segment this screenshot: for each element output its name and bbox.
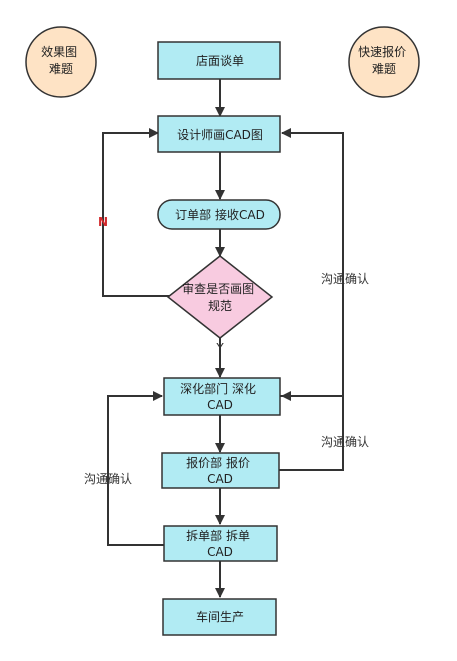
- note-left: 效果图 难题: [25, 26, 97, 98]
- node-quote-line-2: CAD: [207, 472, 233, 486]
- node-review: 审查是否画图 规范: [166, 255, 274, 339]
- node-workshop-label: 车间生产: [196, 609, 244, 624]
- node-deepen: 深化部门 深化 CAD: [163, 377, 281, 416]
- node-quote-line-1: 报价部 报价: [186, 455, 250, 470]
- svg-text:快速报价 难题: 快速报价 难题: [358, 44, 410, 76]
- svg-text:深化部门 深化 CAD: 深化部门 深化 CAD: [180, 381, 260, 412]
- node-review-line-2: 规范: [208, 298, 232, 313]
- node-quote: 报价部 报价 CAD: [161, 452, 280, 489]
- note-right: 快速报价 难题: [348, 26, 420, 98]
- node-workshop: 车间生产: [162, 598, 277, 636]
- edge-review-design-no: [102, 128, 171, 297]
- edge-label-yes: Y: [215, 341, 224, 355]
- edge-label-communicate-right-lower: 沟通确认: [321, 435, 369, 449]
- node-store: 店面谈单: [157, 41, 281, 80]
- edge-split-deepen-communicate: [107, 391, 164, 546]
- node-deepen-line-1: 深化部门 深化: [180, 381, 256, 396]
- node-split-line-1: 拆单部 拆单: [186, 528, 250, 543]
- edge-deepen-design-communicate: [280, 128, 344, 397]
- edge-label-no: N: [98, 215, 108, 229]
- edge-label-communicate-left: 沟通确认: [84, 472, 132, 486]
- note-right-line-2: 难题: [372, 62, 396, 76]
- svg-text:效果图 难题: 效果图 难题: [41, 44, 81, 76]
- node-store-label: 店面谈单: [196, 54, 244, 68]
- note-left-line-2: 难题: [49, 62, 73, 76]
- svg-text:拆单部 拆单 CAD: 拆单部 拆单 CAD: [186, 528, 254, 559]
- node-split-line-2: CAD: [207, 545, 233, 559]
- node-design-label: 设计师画CAD图: [177, 128, 263, 142]
- node-split: 拆单部 拆单 CAD: [163, 525, 278, 562]
- node-order: 订单部 接收CAD: [157, 199, 281, 230]
- edge-quote-deepen-communicate: [279, 391, 344, 471]
- svg-text:报价部 报价 CAD: 报价部 报价 CAD: [186, 455, 254, 486]
- edge-label-communicate-right-upper: 沟通确认: [321, 272, 369, 286]
- note-left-line-1: 效果图: [41, 44, 77, 59]
- node-review-line-1: 审查是否画图: [182, 281, 254, 296]
- note-right-line-1: 快速报价: [358, 44, 406, 59]
- svg-text:审查是否画图 规范: 审查是否画图 规范: [182, 281, 258, 313]
- node-order-label: 订单部 接收CAD: [175, 207, 265, 222]
- node-deepen-line-2: CAD: [207, 398, 233, 412]
- node-design: 设计师画CAD图: [157, 115, 281, 153]
